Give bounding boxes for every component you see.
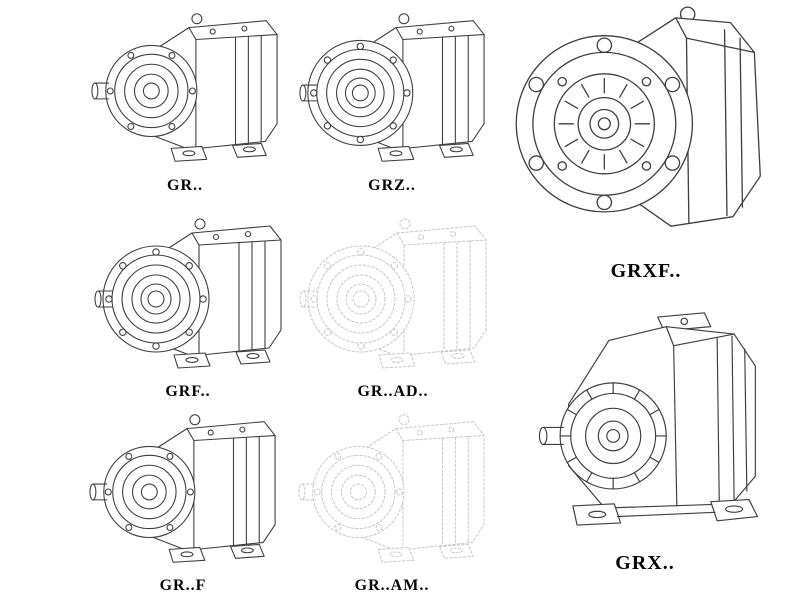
gearbox-short-flange-drawing [299, 13, 485, 162]
model-label-grz: GRZ.. [368, 177, 416, 194]
model-label-grf: GRF.. [165, 383, 211, 400]
figure-gr: GR.. [86, 2, 284, 195]
model-label-gr-am: GR..AM.. [354, 577, 430, 594]
gearbox-large-flange-front-drawing [515, 6, 761, 227]
figure-grx: GRX.. [506, 298, 784, 575]
model-label-gr-ad: GR..AD.. [357, 383, 429, 400]
gearbox-flange-foot-drawing [94, 218, 282, 369]
model-label-gr: GR.. [167, 177, 203, 194]
figure-grxf: GRXF.. [508, 0, 784, 283]
figure-grf: GRF.. [88, 208, 288, 401]
gearbox-foot-mounted-drawing [91, 13, 278, 162]
gearbox-motor-adapter-drawing [298, 414, 485, 563]
model-label-grx: GRX.. [615, 552, 675, 574]
figure-gr-am: GR..AM.. [293, 404, 491, 595]
gearbox-foot-mounted-drawing [89, 414, 276, 563]
figure-gr-f: GR..F [84, 404, 282, 595]
figure-grz: GRZ.. [293, 2, 491, 195]
model-label-gr-f: GR..F [159, 577, 207, 594]
figure-gr-ad: GR..AD.. [293, 208, 493, 401]
gearbox-large-foot-mounted-drawing [538, 312, 759, 526]
model-label-grxf: GRXF.. [610, 260, 682, 282]
gearbox-input-adapter-drawing [299, 218, 487, 369]
